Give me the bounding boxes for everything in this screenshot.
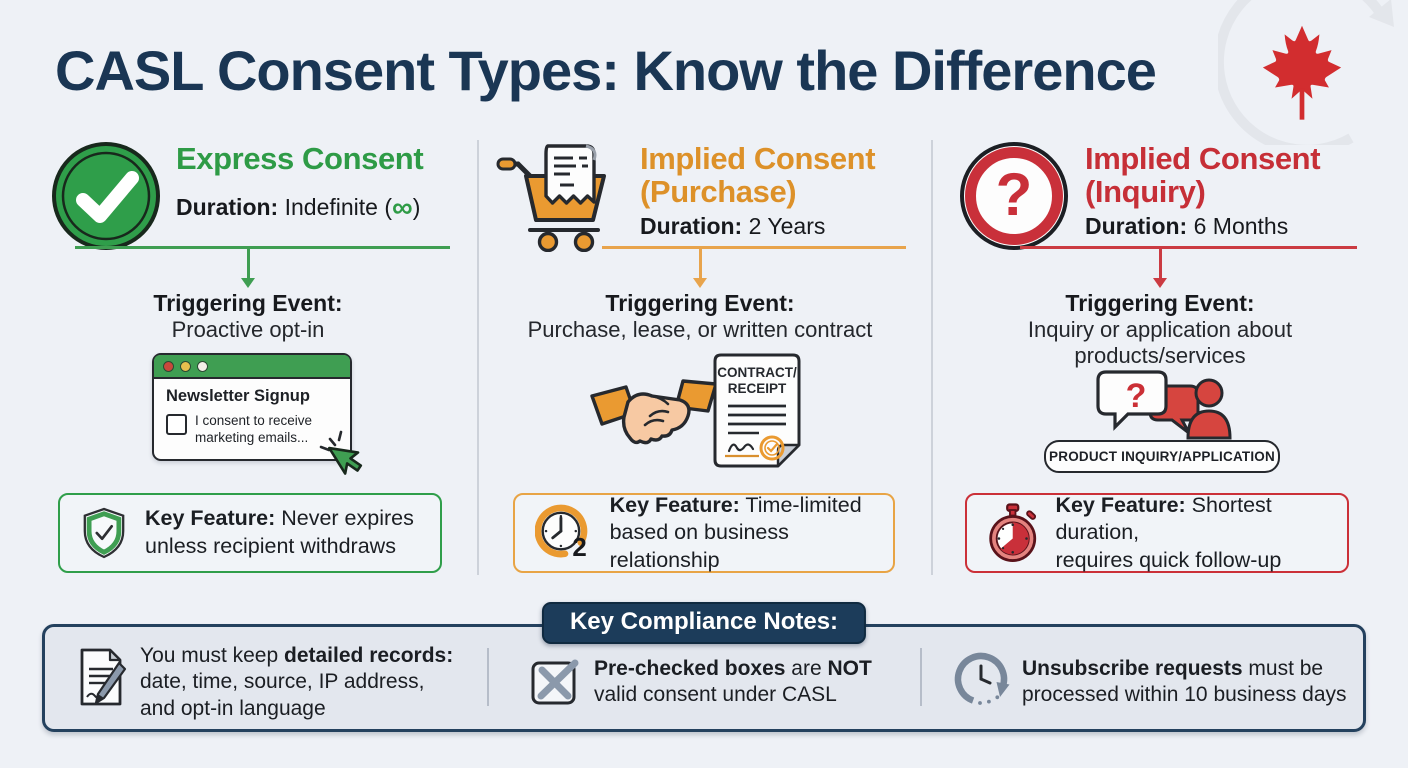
circular-arrow-icon <box>1218 0 1394 145</box>
page-title: CASL Consent Types: Know the Difference <box>55 39 1157 102</box>
checkbox-x-icon <box>531 659 579 705</box>
trigger-block-inquiry: Triggering Event: Inquiry or application… <box>975 290 1345 370</box>
trigger-label: Triggering Event: <box>153 290 343 316</box>
column-title-text: Express Consent <box>176 141 424 176</box>
contract-label-line2: RECEIPT <box>728 381 787 396</box>
note-prechecked: Pre-checked boxes are NOT valid consent … <box>594 657 872 707</box>
key-feature-box-express: Key Feature: Never expires unless recipi… <box>58 493 442 573</box>
connector-arrow-express <box>241 278 255 288</box>
key-feature-box-inquiry: Key Feature: Shortest duration, requires… <box>965 493 1349 573</box>
question-glyph: ? <box>996 161 1033 228</box>
window-titlebar <box>154 355 350 379</box>
connector-line-purchase <box>602 246 906 249</box>
clock-rotate-icon <box>954 652 1010 705</box>
duration-row-express: Duration: Indefinite (∞) <box>176 192 421 224</box>
contract-label-line1: CONTRACT/ <box>717 365 797 380</box>
question-circle-icon: ? <box>960 142 1068 250</box>
connector-line-express <box>75 246 450 249</box>
maple-leaf-icon <box>1262 25 1342 120</box>
key-feature-text: Key Feature: Shortest duration, requires… <box>1055 492 1282 572</box>
cursor-click-icon <box>319 430 363 475</box>
trigger-block-express: Triggering Event: Proactive opt-in <box>48 290 448 343</box>
note-unsubscribe: Unsubscribe requests must be processed w… <box>1022 657 1347 707</box>
chat-bubbles-person-icon: ? <box>1096 370 1232 440</box>
clock-two-years-icon: 2 <box>535 504 588 562</box>
connector-arrow-inquiry <box>1153 278 1167 288</box>
key-feature-box-purchase: 2 Key Feature: Time-limited based on bus… <box>513 493 895 573</box>
connector-drop-purchase <box>699 246 702 278</box>
key-feature-text: Key Feature: Time-limited based on busin… <box>609 492 862 572</box>
clock-number: 2 <box>572 534 586 562</box>
shopping-cart-receipt-icon <box>496 144 606 252</box>
newsletter-title: Newsletter Signup <box>166 387 310 405</box>
compliance-badge: Key Compliance Notes: <box>541 602 867 644</box>
column-divider <box>477 140 479 575</box>
note-divider <box>920 648 922 706</box>
window-dot-white <box>197 360 208 372</box>
duration-row-purchase: Duration: 2 Years <box>640 213 826 239</box>
trigger-text: Purchase, lease, or written contract <box>527 317 873 342</box>
duration-value: Indefinite ( <box>278 194 393 220</box>
column-title-purchase: Implied Consent (Purchase) <box>640 141 876 210</box>
key-feature-text: Key Feature: Never expires unless recipi… <box>145 506 414 558</box>
connector-arrow-purchase <box>693 278 707 288</box>
connector-drop-express <box>247 246 250 278</box>
note-records: You must keep detailed records: date, ti… <box>140 644 454 720</box>
connector-line-inquiry <box>1020 246 1357 249</box>
trigger-label: Triggering Event: <box>1065 290 1255 316</box>
trigger-text: products/services <box>1074 343 1246 369</box>
contract-document-icon: CONTRACT/ RECEIPT <box>713 353 801 468</box>
shield-check-icon <box>83 507 125 559</box>
bubble-question-glyph: ? <box>1126 377 1147 415</box>
trigger-text: Proactive opt-in <box>171 317 325 342</box>
column-title-inquiry: Implied Consent (Inquiry) <box>1085 141 1321 210</box>
duration-label: Duration: <box>176 194 279 220</box>
trigger-text: Inquiry or application about <box>1027 317 1293 342</box>
document-pen-icon <box>80 648 127 706</box>
window-dot-red <box>163 360 174 372</box>
note-divider <box>487 648 489 706</box>
infinity-icon: ∞ <box>392 192 413 224</box>
trigger-block-purchase: Triggering Event: Purchase, lease, or wr… <box>500 290 900 343</box>
window-dot-yellow <box>180 360 191 372</box>
handshake-icon <box>590 379 718 445</box>
consent-checkbox <box>166 414 187 435</box>
product-inquiry-pill: PRODUCT INQUIRY/APPLICATION <box>1044 440 1280 473</box>
connector-drop-inquiry <box>1159 246 1162 278</box>
duration-row-inquiry: Duration: 6 Months <box>1085 213 1289 239</box>
stopwatch-icon <box>989 503 1037 562</box>
checkmark-circle-icon <box>52 142 160 250</box>
trigger-label: Triggering Event: <box>605 290 795 316</box>
column-divider <box>931 140 933 575</box>
column-title-express: Express Consent <box>176 141 424 176</box>
